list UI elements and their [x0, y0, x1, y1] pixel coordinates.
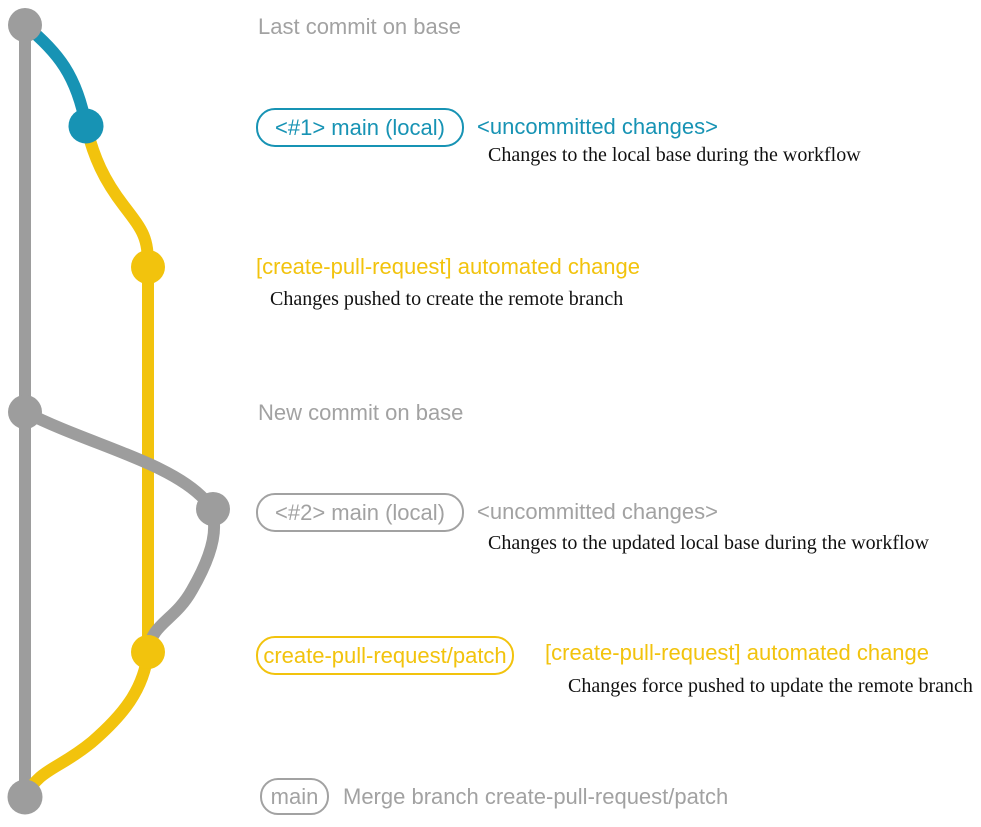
step2-note: Changes pushed to create the remote bran… [270, 288, 624, 310]
branch-badge-main: main [260, 778, 329, 815]
pull-request-branch-yellow [80, 120, 154, 658]
step4-note: Changes force pushed to update the remot… [568, 675, 973, 697]
merge-branch-yellow [19, 646, 154, 803]
new-commit-label: New commit on base [258, 400, 464, 425]
commit-node-local-2 [196, 492, 230, 526]
local-changes-branch-teal [19, 19, 92, 132]
branch-badge-main-local-1: <#1> main (local) [256, 108, 464, 147]
step3-note: Changes to the updated local base during… [488, 532, 929, 554]
branch-badge-patch: create-pull-request/patch [256, 636, 514, 675]
last-commit-label: Last commit on base [258, 14, 461, 39]
uncommitted-changes-label-2: <uncommitted changes> [477, 499, 718, 524]
commit-node-new-base [8, 395, 42, 429]
automated-change-label-1: [create-pull-request] automated change [256, 254, 641, 279]
commit-node-automated-1 [131, 250, 165, 284]
step1-note: Changes to the local base during the wor… [488, 144, 861, 166]
branch-badge-main-local-2-label: <#2> main (local) [275, 499, 445, 525]
automated-change-label-2: [create-pull-request] automated change [545, 640, 930, 665]
updated-local-branch-gray [19, 406, 221, 658]
commit-node-merge [7, 779, 43, 815]
commit-graph [7, 8, 230, 815]
branch-badge-main-local-2: <#2> main (local) [256, 493, 464, 532]
branch-badge-main-label: main [270, 783, 319, 809]
merge-commit-label: Merge branch create-pull-request/patch [343, 784, 729, 809]
commit-node-automated-2 [131, 635, 165, 669]
branch-badge-patch-label: create-pull-request/patch [263, 642, 507, 668]
uncommitted-changes-label-1: <uncommitted changes> [477, 114, 718, 139]
commit-node-local-1 [68, 108, 104, 144]
branch-badge-main-local-1-label: <#1> main (local) [275, 114, 445, 140]
commit-node-last-base [8, 8, 42, 42]
